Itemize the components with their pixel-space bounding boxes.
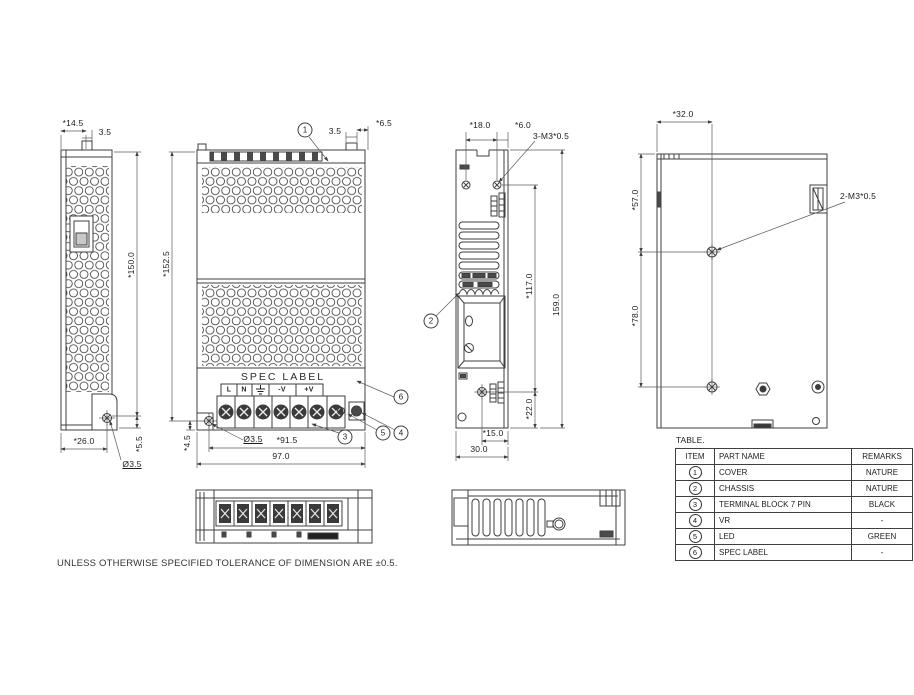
dim-front-tab: 3.5 (328, 126, 342, 136)
table-title: TABLE. (676, 435, 705, 445)
header-item: ITEM (675, 448, 715, 465)
top-view (451, 489, 626, 546)
dim-back-hole-x: *32.0 (672, 109, 694, 119)
part-remark: NATURE (851, 480, 913, 497)
bottom-terminal-screws (219, 504, 339, 523)
dim-left-foot: *5.5 (134, 436, 144, 452)
part-remark: NATURE (851, 464, 913, 481)
dim-back-hole-span: *78.0 (630, 305, 640, 327)
part-remark: GREEN (851, 528, 913, 545)
dim-back-hole-top: *57.0 (630, 189, 640, 211)
dim-left-height: *150.0 (126, 252, 136, 278)
callout-led: 5 (375, 425, 391, 441)
dim-side-hole-a: *18.0 (469, 120, 491, 130)
spec-label-text: SPEC LABEL (240, 371, 326, 383)
terminal-label-posv: +V (304, 386, 314, 394)
back-view (656, 153, 828, 429)
side-screw-holes (461, 180, 502, 190)
header-part-name: PART NAME (714, 448, 852, 465)
terminal-screws (218, 404, 344, 420)
table-row: 3 TERMINAL BLOCK 7 PIN BLACK (675, 496, 913, 513)
table-row: 1 COVER NATURE (675, 464, 913, 481)
hex-nut (755, 382, 771, 396)
dim-side-foot: *22.0 (524, 398, 534, 420)
part-remark: BLACK (851, 496, 913, 513)
bottom-view (195, 489, 373, 544)
callout-vr: 4 (393, 425, 409, 441)
callout-chassis: 2 (423, 313, 439, 329)
table-row: 6 SPEC LABEL - (675, 544, 913, 561)
earth-ground-icon (256, 385, 265, 395)
side-view-dim-lines (435, 132, 565, 461)
dim-side-hole-b: *6.0 (515, 120, 531, 130)
tolerance-note: UNLESS OTHERWISE SPECIFIED TOLERANCE OF … (57, 558, 398, 569)
dim-front-width: 97.0 (272, 451, 290, 461)
dim-front-tab-offset: *6.5 (376, 118, 392, 128)
front-view (196, 142, 366, 431)
item-number: 2 (688, 482, 702, 495)
table-row: 2 CHASSIS NATURE (675, 480, 913, 497)
back-view-dim-lines (638, 120, 846, 388)
dim-left-hole-dia: Ø3.5 (122, 459, 142, 469)
cover-ribs (471, 498, 546, 537)
dim-side-thread: 3-M3*0.5 (532, 131, 570, 141)
dim-left-tab: 3.5 (98, 127, 112, 137)
parts-table: ITEM PART NAME REMARKS 1 COVER NATURE 2 … (675, 448, 913, 561)
table-header-row: ITEM PART NAME REMARKS (675, 448, 913, 465)
part-remark: - (851, 512, 913, 529)
dim-side-hole-height: *117.0 (524, 273, 534, 299)
dim-front-hole-span: *91.5 (276, 435, 298, 445)
item-number: 1 (688, 466, 702, 479)
item-number: 3 (688, 498, 702, 511)
dim-front-height: *152.5 (161, 251, 171, 277)
callout-spec-label: 6 (393, 389, 409, 405)
vr-hole (348, 401, 365, 421)
dim-side-height: 159.0 (551, 293, 561, 317)
part-name: VR (714, 512, 852, 529)
part-name: TERMINAL BLOCK 7 PIN (714, 496, 852, 513)
left-side-view (60, 140, 118, 431)
terminal-label-l: L (226, 386, 232, 394)
pin-header (490, 192, 506, 218)
dim-side-depth: 30.0 (470, 444, 488, 454)
part-name: COVER (714, 464, 852, 481)
front-view-dim-lines (169, 126, 396, 468)
embossed-panel (457, 295, 506, 369)
dim-left-bottom-depth: *26.0 (73, 436, 95, 446)
right-side-view (455, 147, 509, 429)
callout-terminal-block: 3 (337, 429, 353, 445)
vent-slots (458, 221, 500, 296)
terminal-label-n: N (241, 386, 247, 394)
item-number: 4 (688, 514, 702, 527)
rear-bracket (809, 184, 828, 214)
left-view-dim-lines (60, 129, 141, 461)
dim-left-top-depth: *14.5 (62, 118, 84, 128)
dim-front-foot: *4.5 (182, 435, 192, 451)
part-name: CHASSIS (714, 480, 852, 497)
pin-header-bottom (489, 381, 505, 404)
dim-back-thread: 2-M3*0.5 (839, 191, 877, 201)
part-name: SPEC LABEL (714, 544, 852, 561)
dim-front-hole-dia: Ø3.5 (243, 434, 263, 444)
part-name: LED (714, 528, 852, 545)
terminal-label-negv: -V (278, 386, 286, 394)
led-hole (337, 407, 345, 415)
item-number: 5 (688, 530, 702, 543)
header-remarks: REMARKS (851, 448, 913, 465)
mounting-holes (704, 244, 720, 395)
table-row: 5 LED GREEN (675, 528, 913, 545)
callout-cover: 1 (297, 122, 313, 138)
item-number: 6 (688, 546, 702, 559)
part-remark: - (851, 544, 913, 561)
dim-side-hole-bottom: *15.0 (482, 428, 504, 438)
table-row: 4 VR - (675, 512, 913, 529)
